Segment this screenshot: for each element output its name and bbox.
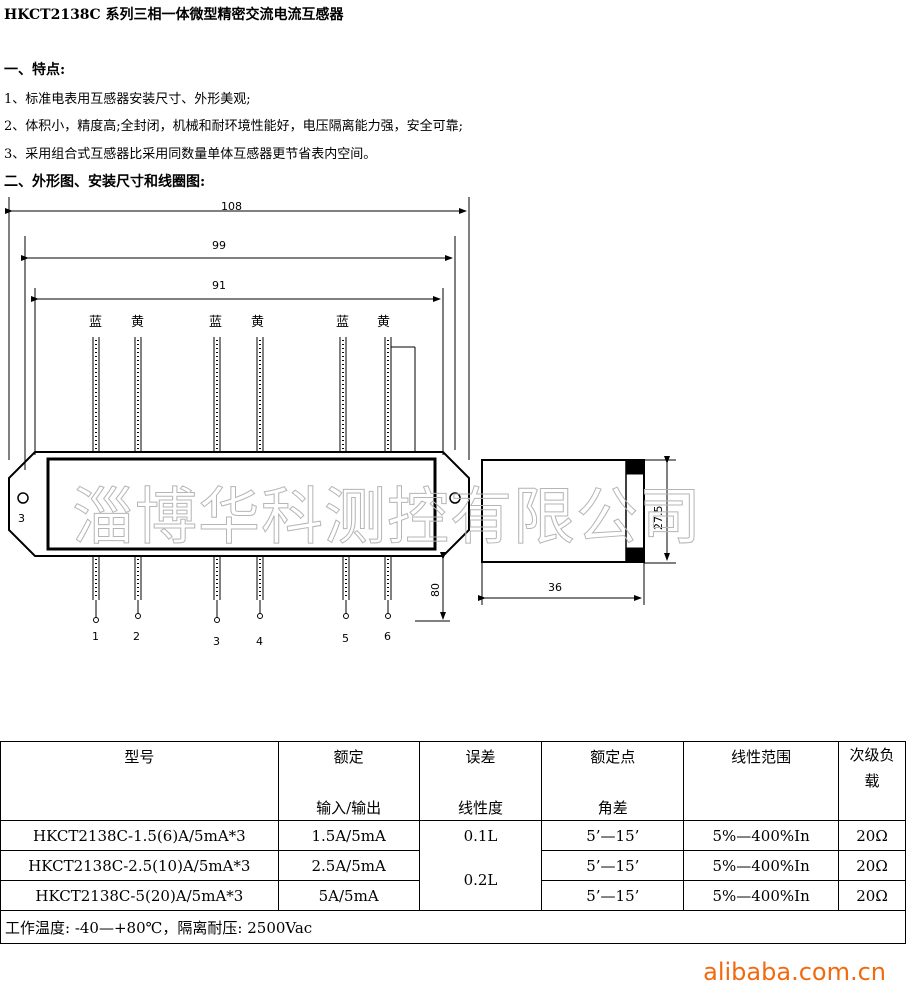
header-angle: 额定点 角差 [541,741,685,821]
hole-label: 3 [18,512,25,525]
feature-item-3: 3、采用组合式互感器比采用同数量单体互感器更节省表内空间。 [4,147,377,162]
top-wire-hatching [95,340,389,450]
dimension-36: 36 [478,581,642,601]
top-wires [92,337,416,452]
drawing-heading: 二、外形图、安装尺寸和线圈图: [4,174,206,190]
pin-3 [213,556,221,623]
pin-2 [134,556,142,619]
dim-91-label: 91 [212,279,226,292]
feature-item-1: 1、标准电表用互感器安装尺寸、外形美观; [4,92,251,107]
cell-error-1: 0.1L [418,820,543,851]
cell-angle: 5’—15’ [541,880,685,911]
mount-hole-left [17,492,29,504]
cell-angle: 5’—15’ [541,850,685,881]
header-range: 线性范围 [683,741,840,821]
dim-80-label: 80 [429,583,442,597]
pin-labels: 1 2 3 4 5 6 [92,630,391,648]
bottom-pins [92,556,392,623]
pin-4 [256,556,264,619]
dimension-27-5: 27.5 [652,456,670,561]
pin-6 [384,556,392,619]
header-error: 误差 线性度 [418,741,543,821]
cell-load: 20Ω [838,850,906,881]
dim-36-label: 36 [548,581,562,594]
cell-rating: 5A/5mA [277,880,420,911]
cell-error-2: 0.2L [418,850,543,911]
wire-label-blue-1: 蓝 [89,315,102,330]
table-footer-row: 工作温度: -40—+80℃，隔离耐压: 2500Vac [0,910,906,944]
header-rating: 额定 输入/输出 [277,741,420,821]
pin-label-5: 5 [342,632,349,645]
cell-angle: 5’—15’ [541,820,685,851]
cell-model: HKCT2138C-2.5(10)A/5mA*3 [0,850,279,881]
cell-rating: 2.5A/5mA [277,850,420,881]
mount-hole-right [449,492,461,504]
spec-table: 型号 额定 输入/输出 误差 线性度 额定点 角差 线性范围 次级负载 HKCT… [0,741,906,944]
pin-label-4: 4 [256,635,263,648]
top-wire-6 [384,337,392,452]
pin-label-6: 6 [384,630,391,643]
dimension-99: 99 [21,236,456,470]
dimension-91: 91 [31,279,444,455]
cell-load: 20Ω [838,880,906,911]
feature-item-2: 2、体积小，精度高;全封闭，机械和耐环境性能好，电压隔离能力强，安全可靠; [4,119,464,134]
pin-label-3: 3 [213,635,220,648]
wire-label-yellow-1: 黄 [131,315,144,330]
dimension-108: 108 [5,197,470,460]
cell-model: HKCT2138C-5(20)A/5mA*3 [0,880,279,911]
header-model: 型号 [0,741,279,821]
top-wire-4 [256,337,264,452]
pin-5 [342,556,350,619]
cell-model: HKCT2138C-1.5(6)A/5mA*3 [0,820,279,851]
top-wire-3 [213,337,221,452]
pin-1 [92,556,100,623]
wire-label-yellow-2: 黄 [251,315,264,330]
dimension-80: 80 [415,552,450,622]
dim-99-label: 99 [212,239,226,252]
pin-label-1: 1 [92,630,99,643]
table-row: HKCT2138C-1.5(6)A/5mA*3 1.5A/5mA 0.1L 5’… [0,820,906,851]
wire-label-blue-3: 蓝 [336,315,349,330]
wire-label-blue-2: 蓝 [209,315,222,330]
operating-conditions: 工作温度: -40—+80℃，隔离耐压: 2500Vac [0,910,906,944]
dim-27-5-label: 27.5 [652,506,665,531]
wire-label-yellow-3: 黄 [377,315,390,330]
top-wire-2 [134,337,142,452]
table-row: HKCT2138C-2.5(10)A/5mA*3 2.5A/5mA 0.2L 5… [0,850,906,911]
wire-labels: 蓝 黄 蓝 黄 蓝 黄 [89,315,390,330]
table-header-row: 型号 额定 输入/输出 误差 线性度 额定点 角差 线性范围 次级负载 [0,741,906,821]
page-title: HKCT2138C 系列三相一体微型精密交流电流互感器 [4,7,344,23]
cell-load: 20Ω [838,820,906,851]
dim-108-label: 108 [221,200,242,213]
cell-range: 5%—400%In [683,880,840,911]
cell-range: 5%—400%In [683,820,840,851]
top-wire-1 [92,337,100,452]
cell-rating: 1.5A/5mA [277,820,420,851]
top-wire-5 [339,337,347,452]
bottom-pin-hatching [95,559,389,598]
features-heading: 一、特点: [4,62,66,78]
header-load: 次级负载 [838,741,906,821]
watermark: 淄博华科测控有限公司 [72,480,702,553]
brand-logo: alibaba.com.cn [703,958,886,986]
cell-range: 5%—400%In [683,850,840,881]
table-row: HKCT2138C-5(20)A/5mA*3 5A/5mA 5’—15’ 5%—… [0,880,906,911]
pin-label-2: 2 [133,630,140,643]
dimension-drawing: 108 99 91 蓝 黄 蓝 黄 蓝 黄 [5,197,702,648]
